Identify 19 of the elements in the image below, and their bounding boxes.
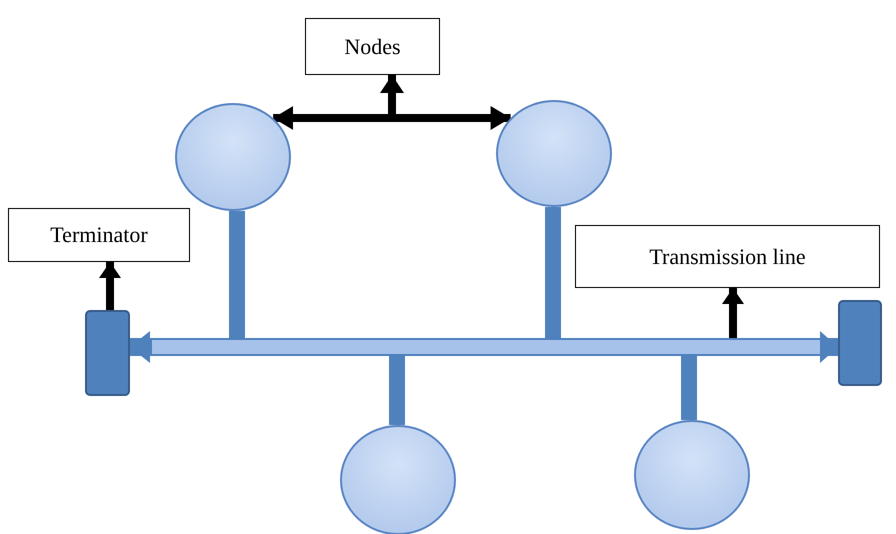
- label-box: [575, 225, 880, 288]
- drop-line: [545, 207, 561, 338]
- double-arrow: [273, 106, 511, 130]
- label-box: [8, 208, 190, 262]
- drop-line: [389, 356, 405, 425]
- label-text: Transmission line: [649, 244, 806, 270]
- label-text: Nodes: [344, 34, 401, 60]
- arrow: [380, 75, 404, 114]
- terminator-block: [85, 310, 130, 396]
- terminator-block: [838, 300, 882, 386]
- drop-line: [681, 356, 697, 420]
- arrow: [99, 262, 121, 310]
- label-text: Terminator: [50, 222, 148, 248]
- label-box: [305, 18, 440, 75]
- arrowhead: [130, 331, 150, 363]
- drop-line: [229, 210, 245, 338]
- arrow: [722, 288, 744, 338]
- bus-bar: [150, 338, 822, 356]
- arrowhead: [820, 331, 838, 363]
